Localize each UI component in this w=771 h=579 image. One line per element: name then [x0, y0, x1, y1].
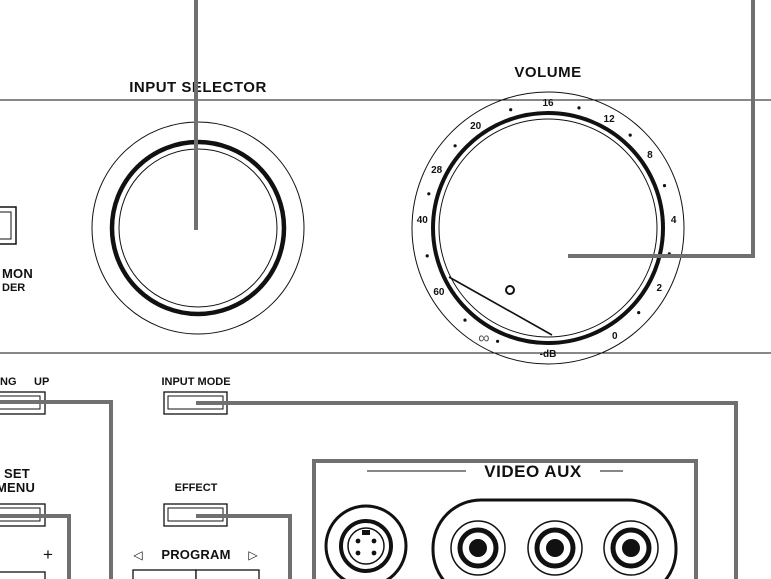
menu-label: MENU [0, 480, 35, 495]
video-aux-label: VIDEO AUX [484, 462, 582, 481]
program-right-arrow: ▷ [248, 548, 258, 562]
plus-button[interactable] [0, 571, 46, 579]
video-aux-callout-box [312, 459, 698, 579]
program-label: PROGRAM [161, 547, 230, 562]
volume-scale-dot [453, 144, 457, 148]
s-video-jack[interactable] [324, 504, 408, 579]
effect-label: EFFECT [175, 482, 218, 494]
volume-scale-label: 28 [431, 165, 443, 176]
volume-scale-dot [637, 311, 641, 315]
video-rca-jack[interactable] [450, 520, 506, 576]
volume-scale-dot [509, 108, 513, 112]
volume-knob[interactable] [411, 91, 685, 365]
volume-scale-dot [427, 192, 431, 196]
volume-scale-label: 0 [612, 331, 618, 342]
volume-callout-line [568, 0, 755, 258]
program-left-button[interactable] [132, 569, 197, 579]
volume-scale-label: 4 [671, 215, 677, 226]
volume-scale-label: 8 [647, 150, 653, 161]
volume-scale-label: 60 [433, 287, 445, 298]
volume-scale-label: 2 [657, 283, 663, 294]
up-label: UP [34, 376, 49, 388]
volume-scale-dot [577, 106, 581, 110]
volume-scale-dot [662, 184, 667, 188]
input-mode-callout-line [196, 401, 738, 579]
volume-scale-dot [496, 339, 500, 343]
volume-scale-label: 40 [417, 215, 429, 226]
mon-switch-inner [0, 211, 12, 240]
volume-scale-dot [425, 254, 429, 258]
set-menu-callout-line [0, 514, 71, 579]
volume-knob-dot [505, 285, 515, 295]
volume-knob-pointer [448, 276, 553, 336]
plus-label: + [43, 545, 53, 564]
volume-scale-label: 16 [542, 98, 554, 109]
audio-right-rca-jack[interactable] [603, 520, 659, 576]
volume-title: VOLUME [514, 64, 581, 81]
volume-infinity-mark: ∞ [478, 330, 489, 347]
mon-label: MON [2, 266, 33, 281]
volume-scale-dot [463, 318, 467, 322]
input-mode-label: INPUT MODE [161, 376, 230, 388]
mon-switch[interactable] [0, 206, 17, 245]
volume-scale-dots [425, 106, 671, 343]
program-right-button[interactable] [195, 569, 260, 579]
audio-left-rca-jack[interactable] [527, 520, 583, 576]
tuning-callout-line [0, 400, 113, 579]
set-label: SET [4, 466, 30, 481]
rca-jack-group-frame [431, 498, 678, 579]
volume-unit-label: -dB [540, 349, 557, 360]
program-left-arrow: ◁ [132, 548, 142, 562]
tuning-label-fragment: NG [0, 376, 17, 388]
volume-scale-label: 12 [604, 114, 616, 125]
volume-scale-label: 20 [470, 121, 482, 132]
volume-scale-dot [628, 133, 632, 137]
effect-callout-line [196, 514, 292, 579]
recorder-label-fragment: DER [2, 282, 25, 294]
